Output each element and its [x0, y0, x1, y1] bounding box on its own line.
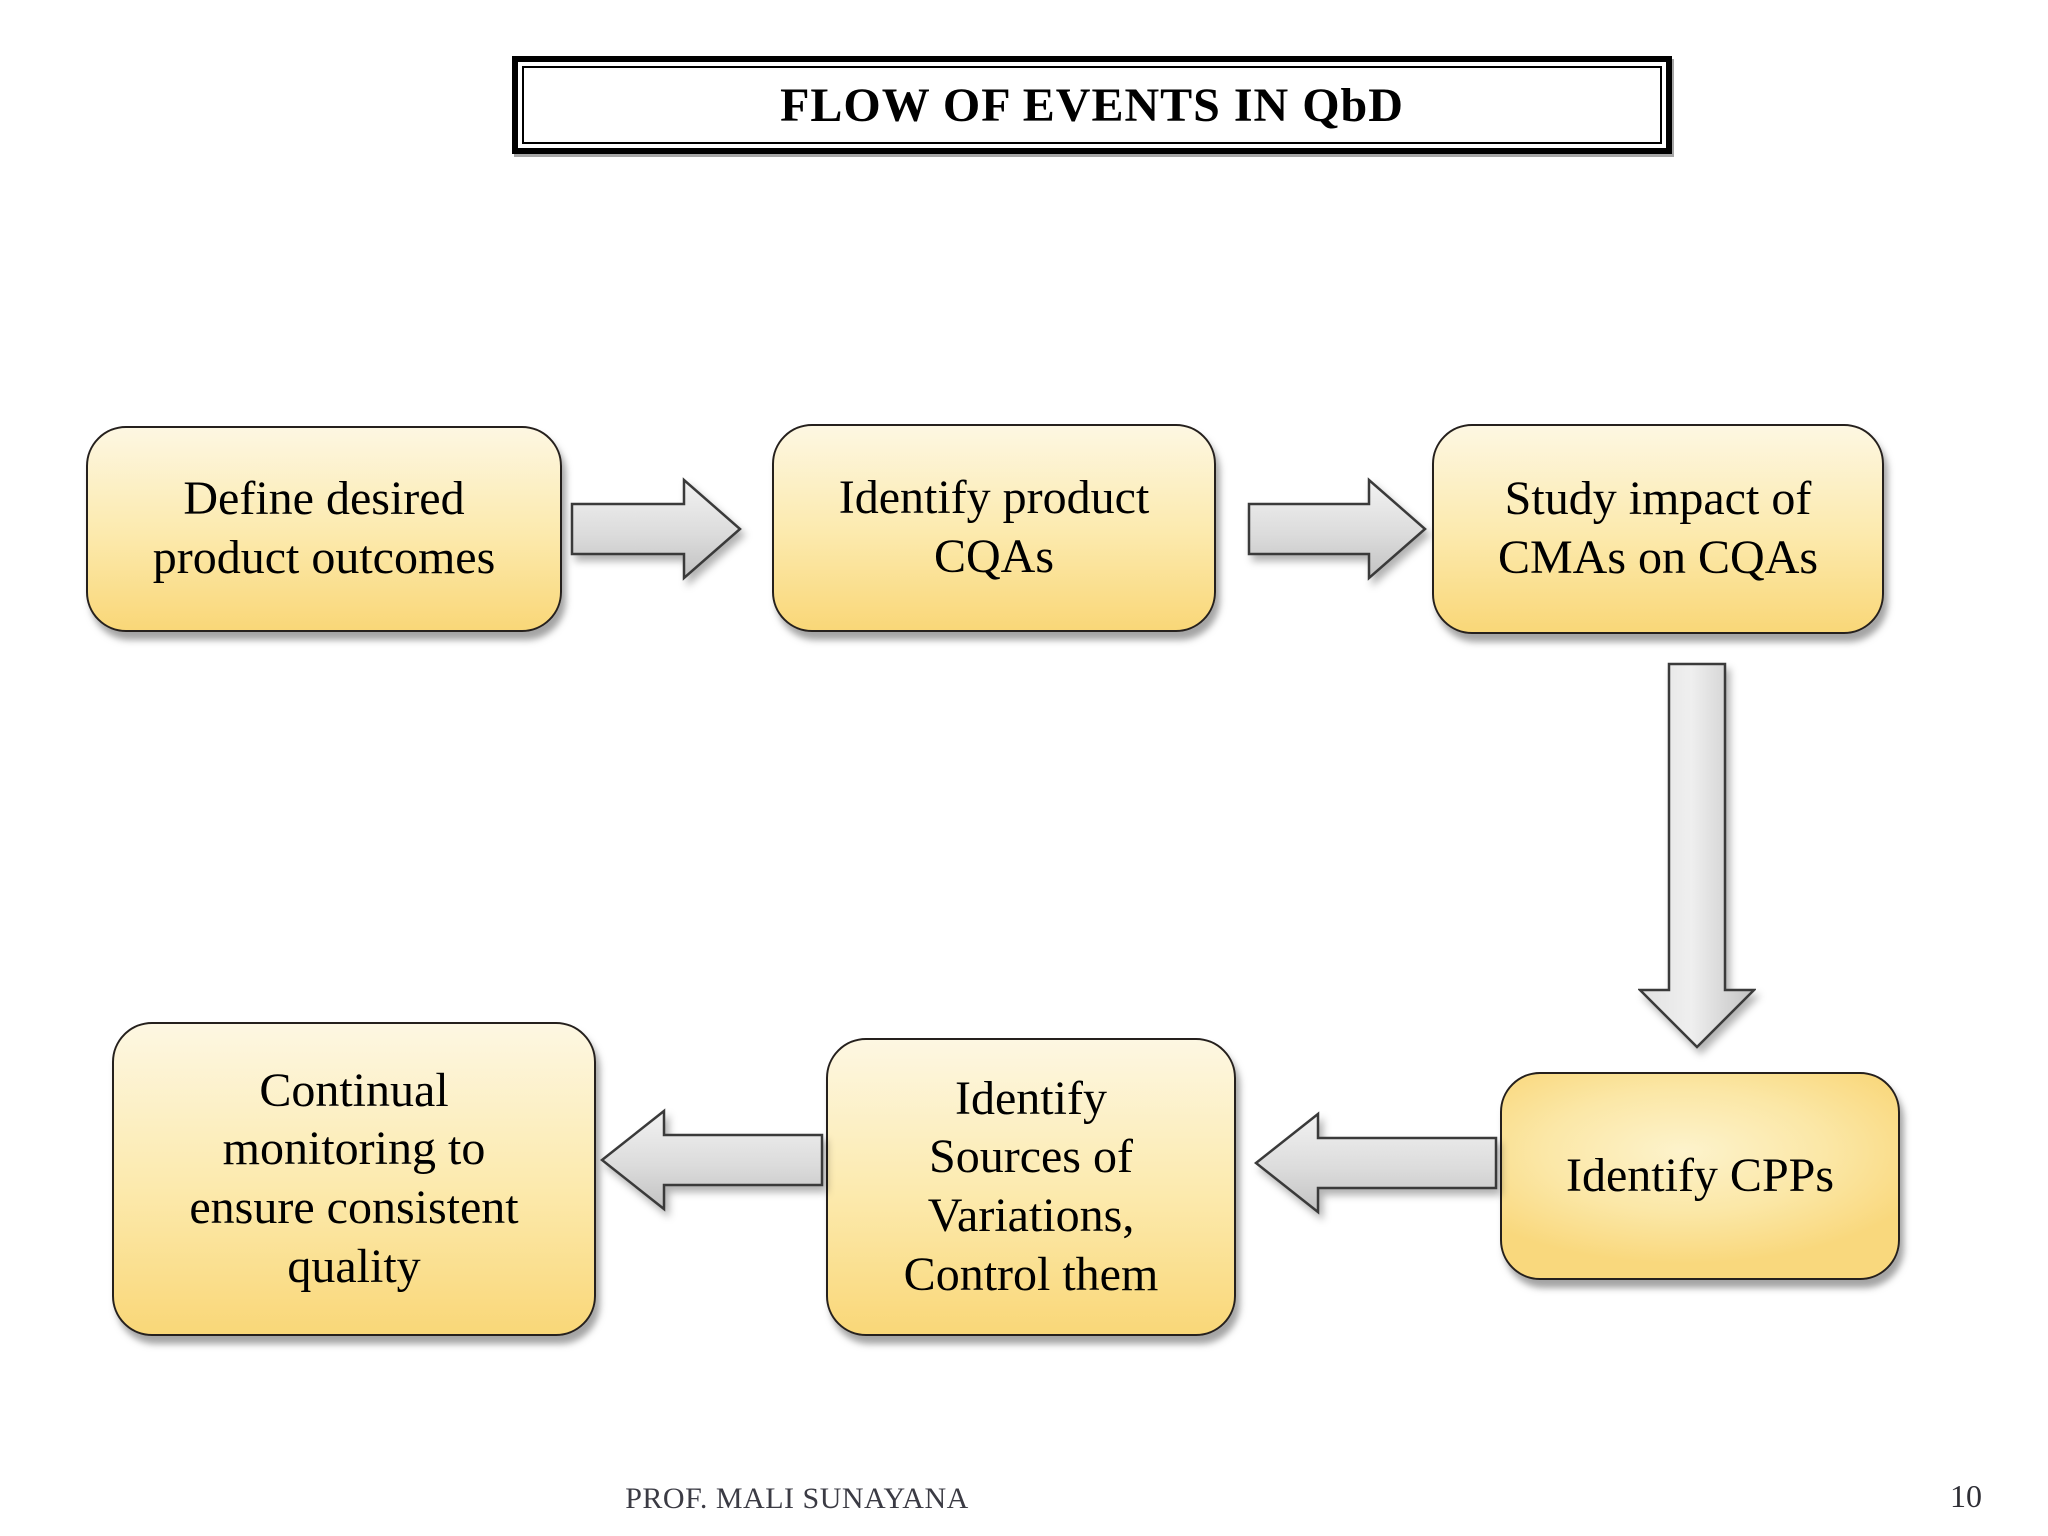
node-text-line: Sources of: [929, 1130, 1133, 1184]
flow-arrow-right-icon: [1247, 477, 1427, 581]
node-text-line: Continual: [259, 1063, 449, 1117]
node-text-line: CQAs: [933, 530, 1054, 583]
flow-node-continual-monitoring: Continual monitoring to ensure consisten…: [112, 1022, 596, 1336]
node-text-line: Study impact of: [1504, 472, 1812, 526]
node-text-line: Control them: [903, 1247, 1159, 1301]
flow-node-identify-sources: Identify Sources of Variations, Control …: [826, 1038, 1236, 1336]
title-box: FLOW OF EVENTS IN QbD: [512, 56, 1672, 154]
flow-node-identify-cqas: Identify product CQAs: [772, 424, 1216, 632]
node-text-line: Variations,: [927, 1189, 1135, 1242]
node-label: Identify CPPs: [1566, 1147, 1834, 1206]
node-label: Identify product CQAs: [839, 469, 1150, 586]
node-text-line: Identify: [955, 1071, 1107, 1125]
flow-arrow-left-icon: [599, 1108, 824, 1212]
flow-node-define-outcomes: Define desired product outcomes: [86, 426, 562, 632]
node-text-line: Identify product: [838, 471, 1150, 525]
node-text-line: quality: [287, 1239, 421, 1293]
flow-arrow-right-icon: [570, 477, 742, 581]
node-text-line: monitoring to: [222, 1122, 486, 1176]
node-text-line: Identify CPPs: [1565, 1148, 1835, 1202]
flow-node-study-impact: Study impact of CMAs on CQAs: [1432, 424, 1884, 634]
page-title: FLOW OF EVENTS IN QbD: [780, 78, 1404, 132]
flow-node-identify-cpps: Identify CPPs: [1500, 1072, 1900, 1280]
flow-arrow-left-icon: [1253, 1111, 1498, 1215]
node-label: Define desired product outcomes: [153, 470, 496, 587]
node-label: Identify Sources of Variations, Control …: [904, 1070, 1159, 1304]
node-label: Continual monitoring to ensure consisten…: [189, 1062, 518, 1296]
node-text-line: product outcomes: [152, 531, 496, 584]
node-text-line: Define desired: [183, 472, 465, 526]
node-text-line: ensure consistent: [189, 1181, 519, 1234]
footer-author: PROF. MALI SUNAYANA: [625, 1482, 969, 1515]
flow-arrow-down-icon: [1638, 662, 1756, 1049]
page-number: 10: [1950, 1478, 1982, 1514]
node-label: Study impact of CMAs on CQAs: [1498, 470, 1818, 587]
title-inner-frame: FLOW OF EVENTS IN QbD: [522, 66, 1662, 144]
node-text-line: CMAs on CQAs: [1497, 531, 1819, 584]
